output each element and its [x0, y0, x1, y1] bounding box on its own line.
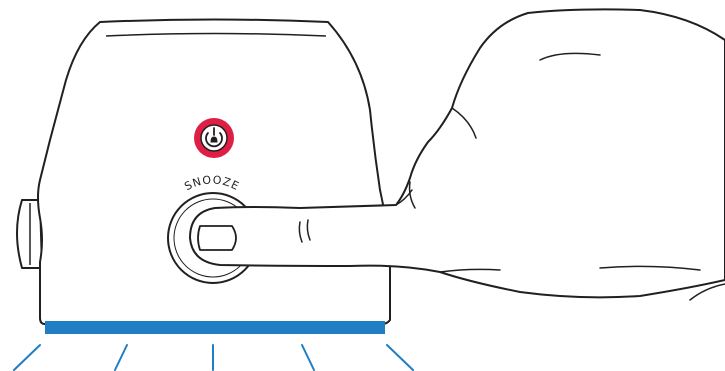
light-ray [386, 344, 414, 371]
palm-line [439, 268, 501, 273]
thumb-crease [451, 107, 477, 139]
alarm-button[interactable] [194, 118, 234, 158]
light-ray [114, 344, 128, 371]
light-ray [13, 344, 41, 371]
bell-power-icon [205, 127, 223, 148]
palm-line [689, 283, 725, 301]
fingernail [197, 225, 237, 251]
hand [189, 8, 725, 301]
light-rays [13, 344, 414, 371]
palm-line [539, 52, 601, 61]
knuckle-crease [306, 219, 311, 241]
top-seam [105, 32, 327, 37]
snooze-label: SNOOZE [182, 173, 241, 193]
light-bar [45, 321, 385, 334]
knuckle-crease [298, 221, 303, 243]
hand-outline [189, 8, 725, 299]
light-ray [301, 344, 315, 371]
finger-joint [408, 181, 416, 209]
palm-line [599, 265, 701, 271]
finger-joint [395, 189, 413, 206]
